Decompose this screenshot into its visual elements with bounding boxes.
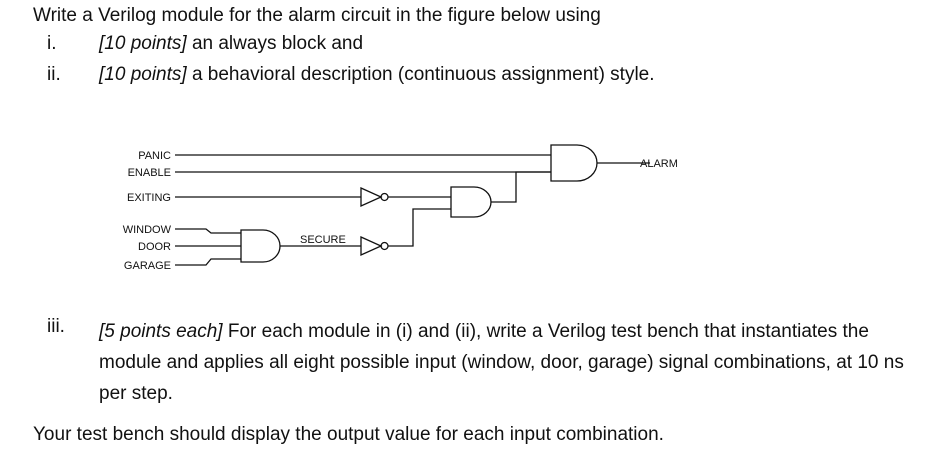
item-1-text: an always block and: [186, 33, 364, 54]
closing-note: Your test bench should display the outpu…: [33, 424, 664, 445]
item-1: [10 points] an always block and: [99, 33, 363, 55]
label-exiting: EXITING: [127, 192, 171, 204]
item-2-number: ii.: [47, 64, 61, 85]
question-intro: Write a Verilog module for the alarm cir…: [33, 5, 601, 26]
item-2-points: [10 points]: [99, 64, 187, 85]
item-1-points: [10 points]: [99, 33, 187, 54]
item-2: [10 points] a behavioral description (co…: [99, 64, 655, 86]
label-enable: ENABLE: [128, 167, 171, 179]
label-window: WINDOW: [123, 224, 172, 236]
label-door: DOOR: [138, 241, 171, 253]
item-2-text: a behavioral description (continuous ass…: [186, 64, 655, 85]
label-panic: PANIC: [138, 150, 171, 162]
label-alarm: ALARM: [640, 158, 678, 170]
item-3: [5 points each] For each module in (i) a…: [99, 316, 929, 409]
item-3-number: iii.: [47, 316, 65, 337]
label-secure: SECURE: [300, 234, 346, 246]
item-3-points: [5 points each]: [99, 321, 223, 342]
item-1-number: i.: [47, 33, 57, 54]
item-3-text: For each module in (i) and (ii), write a…: [99, 321, 904, 404]
label-garage: GARAGE: [124, 260, 171, 272]
